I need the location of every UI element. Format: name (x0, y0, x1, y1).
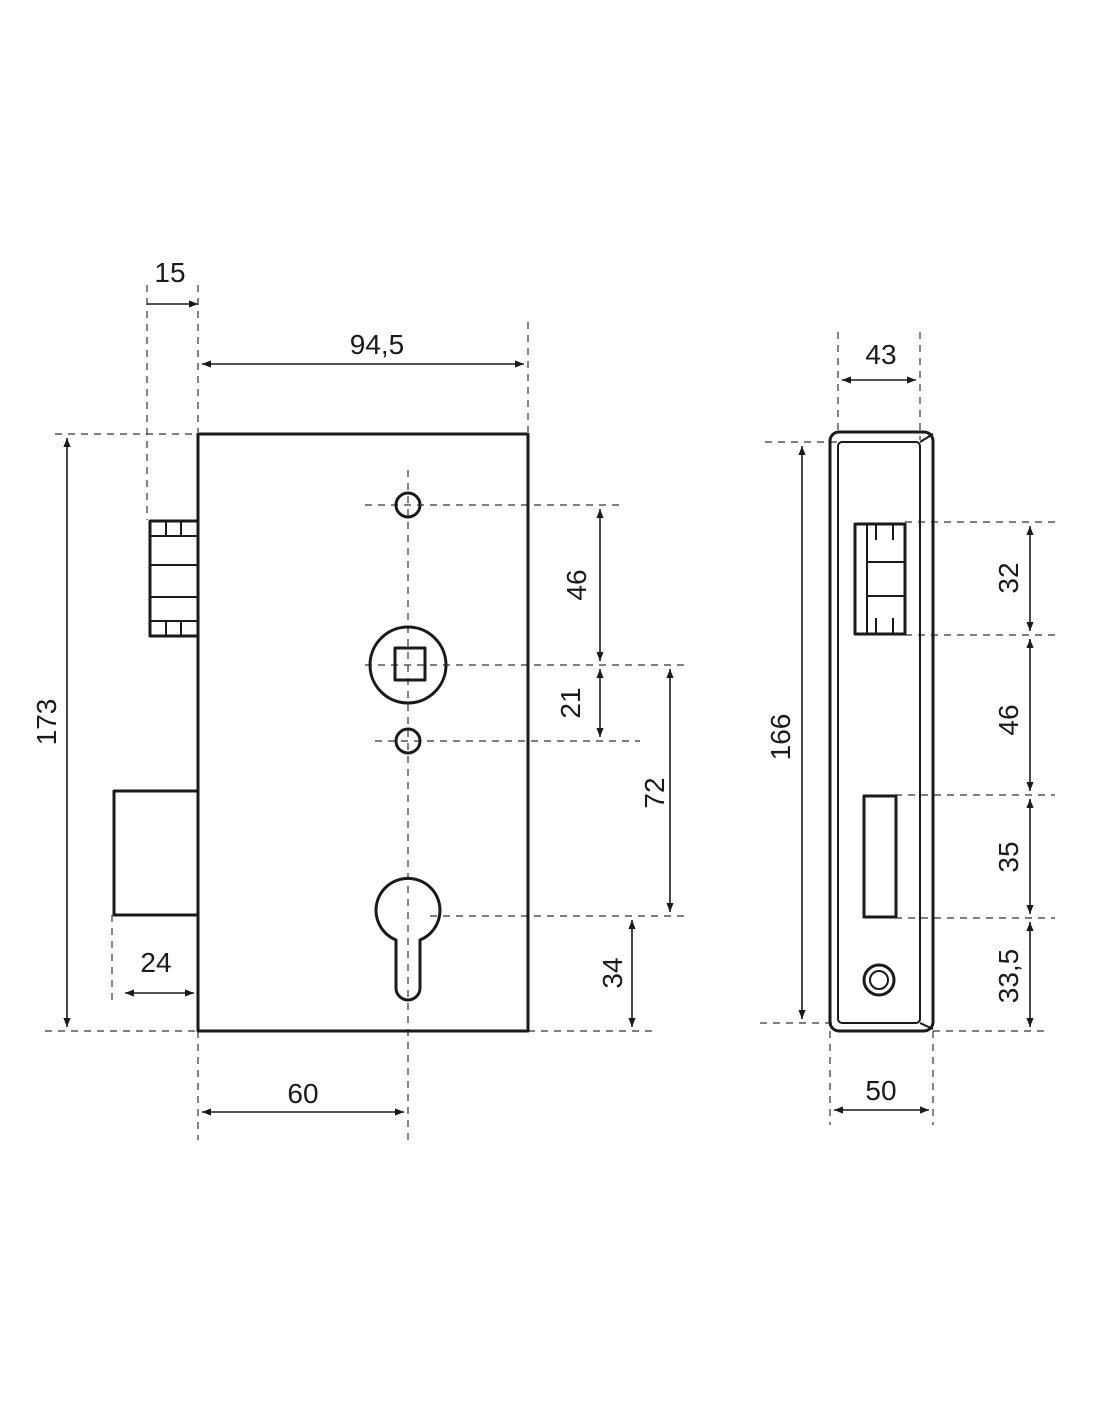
dim-label-case-width: 94,5 (350, 329, 405, 360)
dim-label-bolt-opening: 35 (993, 841, 1024, 872)
dim-label-latch-height: 32 (993, 562, 1024, 593)
side-cylinder-hole (862, 963, 896, 997)
dim-label-backset: 60 (287, 1078, 318, 1109)
dim-label-forend-offset: 15 (154, 257, 185, 288)
dim-label-case-height: 173 (31, 699, 62, 746)
latch-bolt (148, 519, 200, 638)
side-extension-lines (760, 332, 1055, 1125)
cylinder-cutout (374, 876, 442, 1002)
faceplate-inner (837, 441, 921, 1024)
faceplate-outer (828, 430, 935, 1033)
side-latch (853, 522, 907, 636)
handle-follower (368, 625, 448, 705)
lock-case-body (196, 432, 530, 1033)
front-extension-lines (45, 285, 690, 1140)
dim-label-handle-to-top-screw: 46 (561, 569, 592, 600)
upper-screw-hole (394, 491, 422, 519)
lower-screw-hole (394, 727, 422, 755)
dim-label-handle-to-cylinder: 72 (639, 777, 670, 808)
dim-label-handle-to-lower-screw: 21 (555, 687, 586, 718)
dim-label-bolt-to-bottom: 33,5 (993, 949, 1024, 1004)
side-dimension-lines (798, 376, 1034, 1114)
dim-label-latch-to-bolt: 46 (993, 704, 1024, 735)
dead-bolt (112, 789, 200, 917)
side-bolt-opening (862, 794, 898, 919)
side-view: 43 166 32 46 35 33,5 50 (760, 332, 1055, 1125)
front-view: 15 94,5 173 46 21 72 34 24 60 (31, 257, 690, 1140)
dim-label-bolt-throw: 24 (140, 947, 171, 978)
front-dimension-lines (63, 300, 674, 1116)
dim-label-faceplate-width: 43 (865, 339, 896, 370)
dim-label-case-depth: 50 (865, 1075, 896, 1106)
dim-label-faceplate-height: 166 (765, 714, 796, 761)
dim-label-cylinder-to-bottom: 34 (597, 957, 628, 988)
